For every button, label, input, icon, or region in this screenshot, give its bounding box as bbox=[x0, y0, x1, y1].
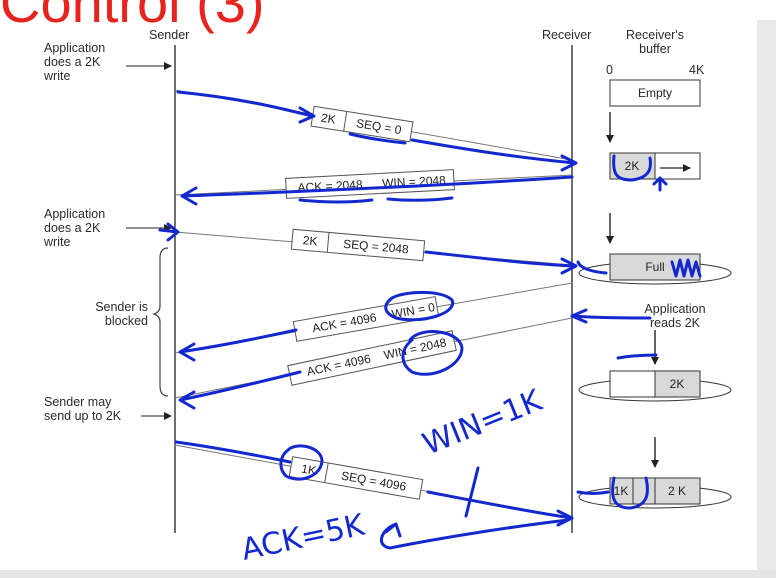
ink-arrow-seq4096b bbox=[426, 490, 574, 527]
ink-circle-win2048 bbox=[401, 330, 464, 376]
ink-win-1k: WIN=1K bbox=[418, 383, 548, 463]
note-app-write-1: Application does a 2K write bbox=[44, 41, 106, 83]
ink-arrow-write2 bbox=[158, 222, 180, 242]
receiver-buffer-label: Receiver's buffer bbox=[626, 28, 684, 56]
ink-arrow-seq4096 bbox=[174, 440, 292, 464]
ink-ack-5k: ACK=5K bbox=[238, 507, 368, 567]
buffer-5-left-text: 1K bbox=[614, 484, 629, 498]
ink-tick bbox=[464, 466, 480, 518]
ink-circle-1k bbox=[279, 444, 324, 481]
segment-seq-0: 2K SEQ = 0 bbox=[310, 105, 414, 143]
buffer-1-text: Empty bbox=[638, 86, 672, 100]
ink-circle-2k bbox=[612, 154, 652, 182]
segment-1-size: 2K bbox=[320, 111, 337, 127]
ink-circle-buffer-1k bbox=[611, 476, 649, 510]
ink-return-arrow bbox=[380, 518, 570, 550]
ink-underline-seq0 bbox=[348, 132, 407, 145]
blocked-brace bbox=[152, 247, 169, 397]
buffer-state-4: 2K bbox=[578, 370, 732, 402]
note-sender-may-send: Sender may send up to 2K bbox=[44, 395, 122, 423]
receiver-column-label: Receiver bbox=[542, 28, 592, 42]
segment-ack-2048: ACK = 2048 WIN = 2048 bbox=[285, 169, 455, 199]
ink-arrow-seq2048 bbox=[424, 250, 578, 275]
ink-arrow-buffer-5 bbox=[576, 490, 610, 495]
segment-3-size: 2K bbox=[302, 233, 318, 248]
ink-arrow-reads-down bbox=[616, 353, 658, 360]
ink-arrow-1 bbox=[176, 90, 316, 124]
sender-column-label: Sender bbox=[149, 28, 190, 42]
ink-underline-ack bbox=[298, 196, 454, 204]
ink-arrow-win2048 bbox=[178, 370, 302, 410]
buffer-scale-max: 4K bbox=[689, 63, 705, 77]
window-edge bbox=[757, 20, 776, 578]
buffer-4-text: 2K bbox=[670, 377, 685, 391]
buffer-3-text: Full bbox=[645, 260, 664, 274]
buffer-state-2: 2K bbox=[609, 152, 701, 180]
segment-3-seq: SEQ = 2048 bbox=[343, 237, 410, 257]
buffer-2-text: 2K bbox=[625, 159, 640, 173]
slide-title: Control (3) bbox=[0, 0, 265, 34]
buffer-5-right-text: 2 K bbox=[668, 484, 686, 498]
note-app-reads: Application reads 2K bbox=[644, 302, 706, 330]
buffer-scale-min: 0 bbox=[606, 63, 613, 77]
ink-scribble-full bbox=[670, 258, 702, 278]
buffer-state-3: Full bbox=[578, 253, 732, 285]
ink-circle-win0 bbox=[384, 290, 454, 322]
bottom-edge bbox=[0, 570, 776, 578]
ink-arrow-ack bbox=[180, 175, 574, 206]
note-app-write-2: Application does a 2K write bbox=[44, 207, 106, 249]
ink-arrow-reads bbox=[570, 308, 652, 324]
segment-seq-2048: 2K SEQ = 2048 bbox=[290, 228, 426, 262]
ink-arrow-1b bbox=[410, 138, 578, 172]
buffer-state-5: 1K 2 K bbox=[578, 477, 732, 509]
buffer-state-1: Empty bbox=[609, 79, 701, 107]
note-sender-blocked: Sender is blocked bbox=[95, 300, 148, 328]
ink-arrow-win0 bbox=[178, 328, 298, 362]
ink-arrow-up bbox=[652, 176, 668, 192]
ink-arrow-full bbox=[576, 260, 608, 275]
